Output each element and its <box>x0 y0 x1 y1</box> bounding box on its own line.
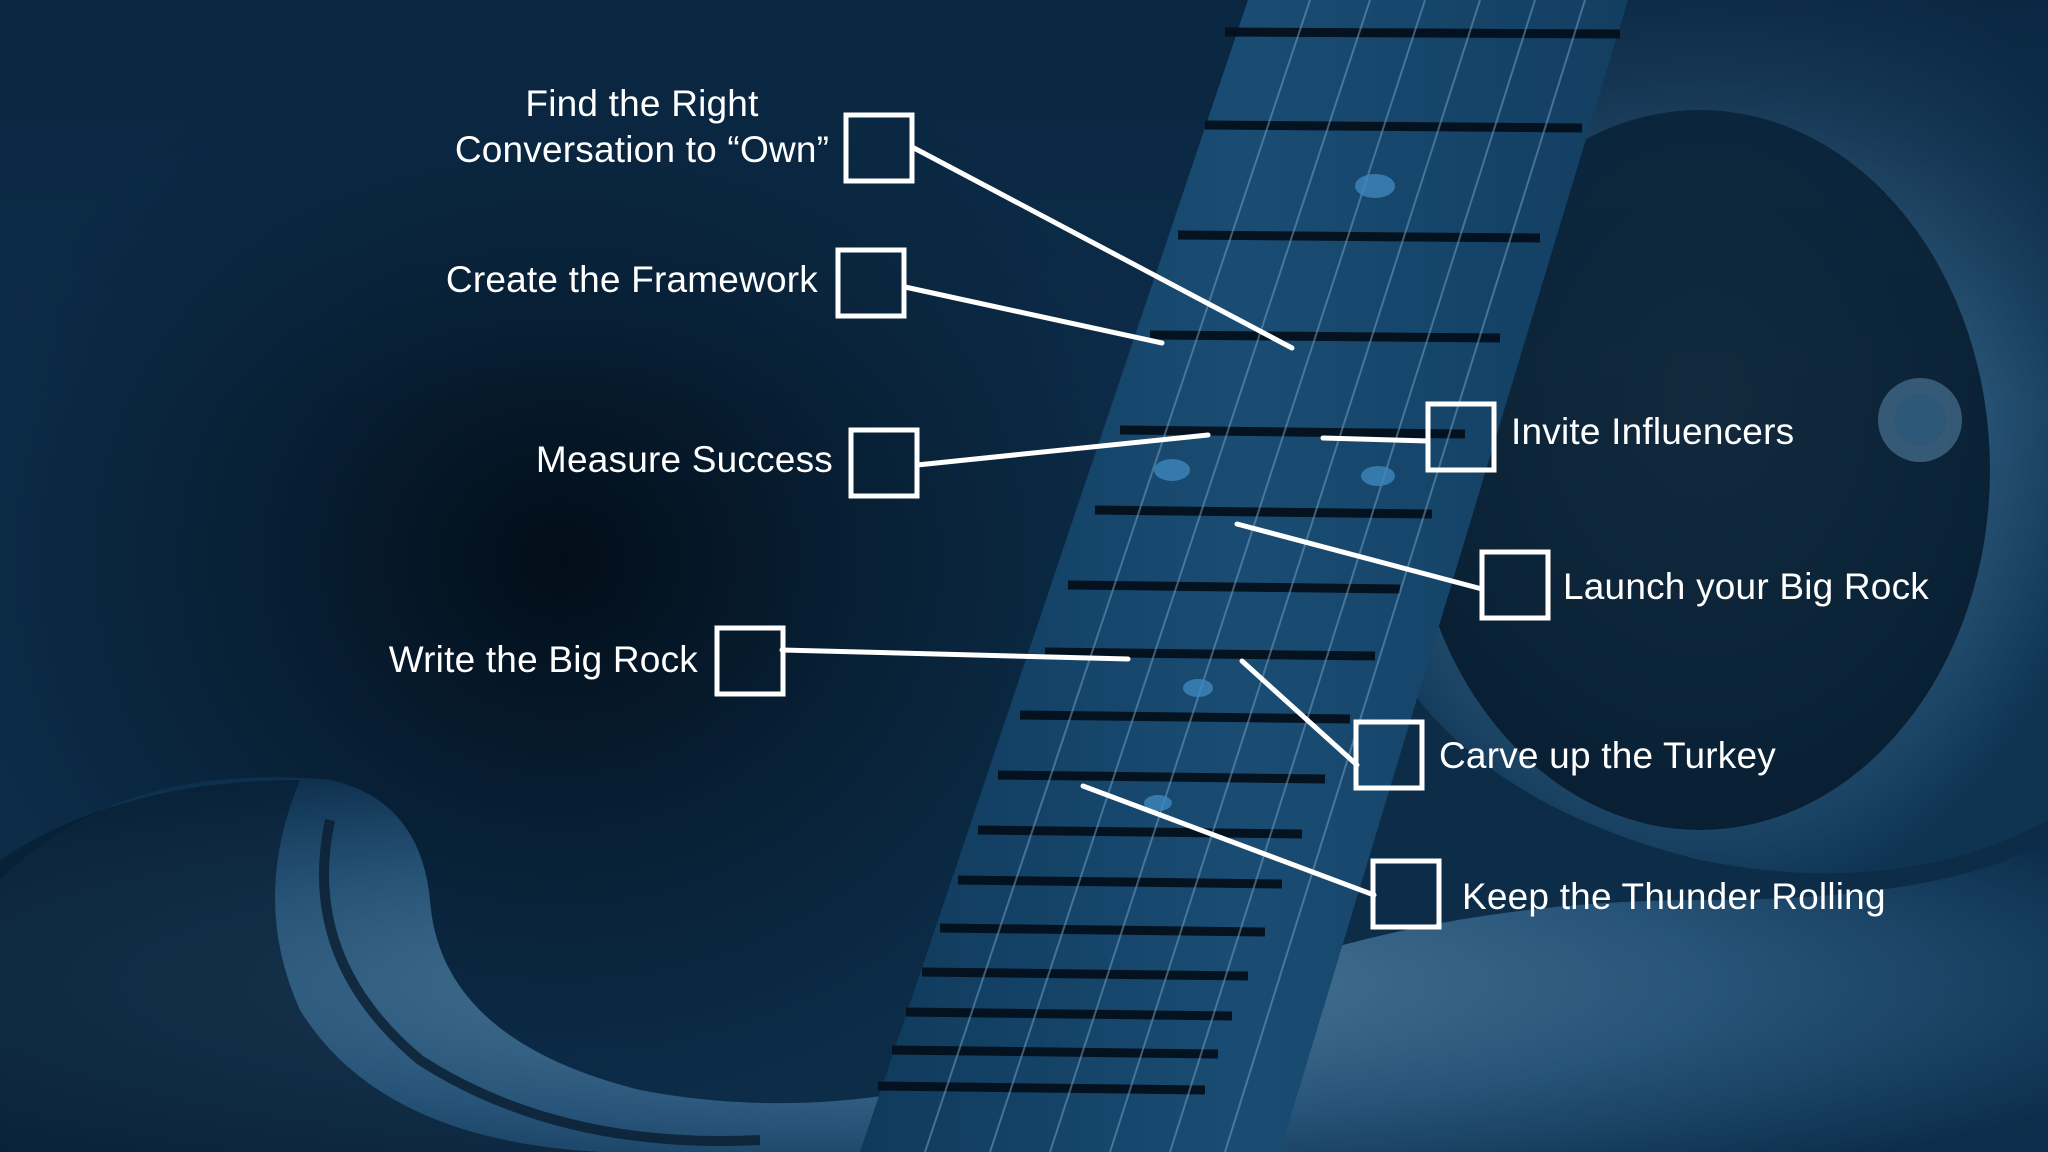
leader-line-turkey <box>1239 658 1360 768</box>
leader-line-write <box>779 647 1131 662</box>
leader-line-framework <box>902 284 1165 346</box>
step-label-write: Write the Big Rock <box>388 639 698 680</box>
step-box-launch <box>1479 549 1551 621</box>
leader-line-influencers <box>1320 435 1431 444</box>
step-box-measure <box>848 427 920 499</box>
step-label-own: Find the Right Conversation to “Own” <box>432 81 852 173</box>
step-box-own <box>843 112 915 184</box>
step-label-own-line2: Conversation to “Own” <box>454 129 830 170</box>
step-box-framework <box>835 247 907 319</box>
step-label-thunder: Keep the Thunder Rolling <box>1462 876 1886 917</box>
leader-lines <box>779 145 1485 898</box>
step-label-turkey: Carve up the Turkey <box>1439 735 1776 776</box>
leader-line-measure <box>914 432 1211 468</box>
step-box-turkey <box>1353 719 1425 791</box>
step-label-influencers: Invite Influencers <box>1511 411 1795 452</box>
step-label-framework: Create the Framework <box>445 259 818 300</box>
step-label-launch: Launch your Big Rock <box>1563 566 1929 607</box>
leader-line-thunder <box>1080 783 1377 898</box>
step-label-measure: Measure Success <box>535 439 833 480</box>
step-label-own-line1: Find the Right <box>525 83 759 124</box>
leader-line-own <box>911 145 1295 351</box>
step-box-write <box>714 625 786 697</box>
step-box-thunder <box>1370 858 1442 930</box>
fretboard <box>860 0 1628 1152</box>
step-box-influencers <box>1425 401 1497 473</box>
leader-line-launch <box>1234 521 1485 592</box>
